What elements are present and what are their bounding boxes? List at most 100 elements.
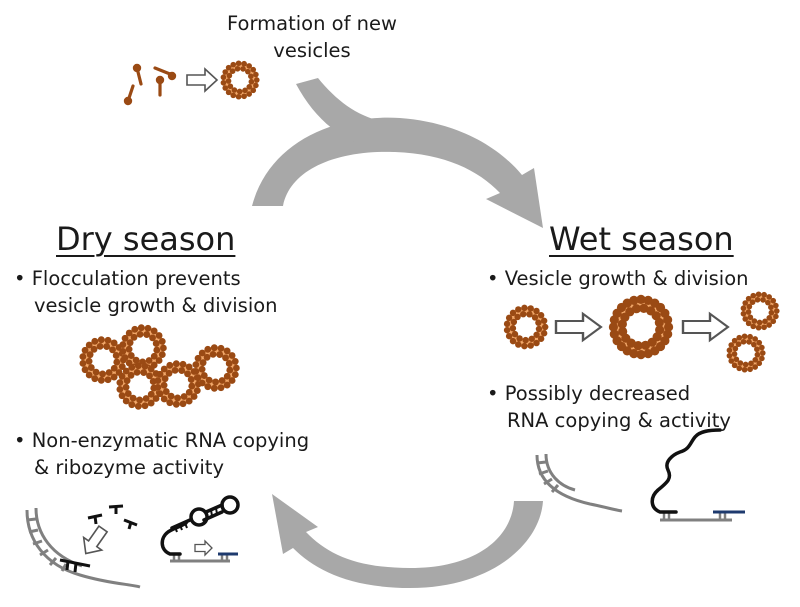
wet-season-heading: Wet season [549, 220, 734, 258]
lipid-head [210, 344, 218, 352]
lipid-monomers [123, 63, 177, 106]
lipid-head [97, 336, 105, 344]
lipid-head [172, 400, 180, 408]
lipid-head [618, 326, 628, 337]
ribozyme-icon-dry [160, 495, 240, 563]
lipid-head [654, 317, 664, 328]
lipid-head [150, 352, 158, 360]
lipid-head [103, 343, 111, 350]
lipid-head [540, 330, 548, 337]
lipid-head [119, 347, 127, 355]
lipid-head [96, 342, 104, 350]
lipid-head [210, 384, 218, 392]
lipid-head [185, 388, 193, 396]
lipid-head [104, 336, 112, 344]
lipid-head [503, 320, 511, 328]
lipid-head [765, 299, 771, 306]
lipid-head [230, 61, 237, 68]
lipid-head [129, 394, 137, 402]
outline-arrow-icon-formation [186, 68, 218, 92]
lipid-head [253, 71, 259, 78]
ribozyme-icon-wet [650, 428, 745, 522]
lipid-head [116, 379, 124, 387]
lipid-head [731, 362, 738, 369]
lipid-head [154, 383, 162, 391]
lipid-head [726, 352, 733, 359]
lipid-head [127, 352, 135, 359]
lipid-head [537, 312, 545, 319]
lipid-head [246, 91, 252, 97]
dry-season-heading: Dry season [56, 220, 236, 258]
lipid-head [742, 361, 749, 368]
lipid-head [636, 294, 646, 304]
lipid-head [740, 310, 747, 317]
lipid-head [110, 339, 118, 347]
lipid-head [228, 377, 236, 384]
lipid-head [128, 401, 136, 409]
lipid-head [742, 316, 749, 322]
lipid-head [510, 318, 518, 326]
lipid-head [152, 340, 160, 347]
lipid-head [122, 397, 130, 405]
nucleotide-icon-group [87, 504, 138, 530]
lipid-head [225, 89, 232, 96]
lipid-head [761, 324, 767, 331]
lipid-head [241, 93, 247, 100]
lipid-head [194, 374, 202, 382]
lipid-head [766, 322, 772, 328]
outline-arrow-icon-incorporation [82, 525, 109, 555]
vesicle-icon-floc-5 [192, 344, 240, 392]
lipid-head [520, 310, 527, 318]
lipid-head [528, 335, 535, 342]
lipid-head [185, 363, 193, 371]
lipid-head [204, 383, 212, 391]
lipid-head [199, 359, 207, 367]
lipid-head [153, 346, 161, 354]
lipid-head [223, 381, 231, 389]
lipid-head [113, 358, 121, 366]
lipid-head [617, 319, 627, 329]
lipid-head [152, 395, 160, 402]
lipid-head [104, 376, 112, 384]
lipid-head [222, 69, 229, 75]
lipid-head [185, 397, 193, 405]
lipid-head [735, 341, 742, 347]
lipid-head [147, 365, 155, 373]
lipid-head [119, 341, 127, 349]
lipid-head [160, 395, 168, 403]
lipid-head [755, 324, 762, 331]
vesicle-icon-wet-daughter-1 [740, 291, 780, 331]
lipid-head [515, 341, 522, 348]
lipid-head [193, 387, 201, 395]
lipid-head [751, 318, 758, 324]
lipid-head [131, 325, 139, 333]
lipid-head [505, 314, 513, 322]
lipid-head [165, 369, 173, 377]
lipid-head [736, 365, 743, 372]
lipid-head [166, 399, 174, 407]
lipid-head [231, 357, 239, 365]
lipid-head [86, 351, 94, 359]
lipid-head [156, 370, 164, 378]
lipid-head [526, 311, 533, 318]
lipid-head [731, 351, 738, 357]
rna-template-icon-wet [535, 453, 623, 513]
lipid-head [118, 372, 126, 380]
lipid-head [97, 376, 105, 384]
lipid-head [125, 329, 133, 337]
lipid-head [230, 92, 237, 99]
cycle-arrow-icon-bottom [272, 494, 543, 588]
lipid-head [190, 393, 198, 400]
lipid-head [756, 360, 763, 367]
lipid-head [205, 376, 213, 384]
lipid-monomer-icon [132, 63, 143, 86]
lipid-head [216, 351, 224, 358]
wet-bullet-rna-line2: RNA copying & activity [507, 409, 731, 432]
lipid-head [664, 322, 674, 332]
lipid-head [172, 360, 180, 368]
lipid-head [123, 377, 131, 385]
lipid-monomer-icon [153, 66, 177, 81]
lipid-head [141, 362, 149, 370]
lipid-head [81, 346, 89, 354]
